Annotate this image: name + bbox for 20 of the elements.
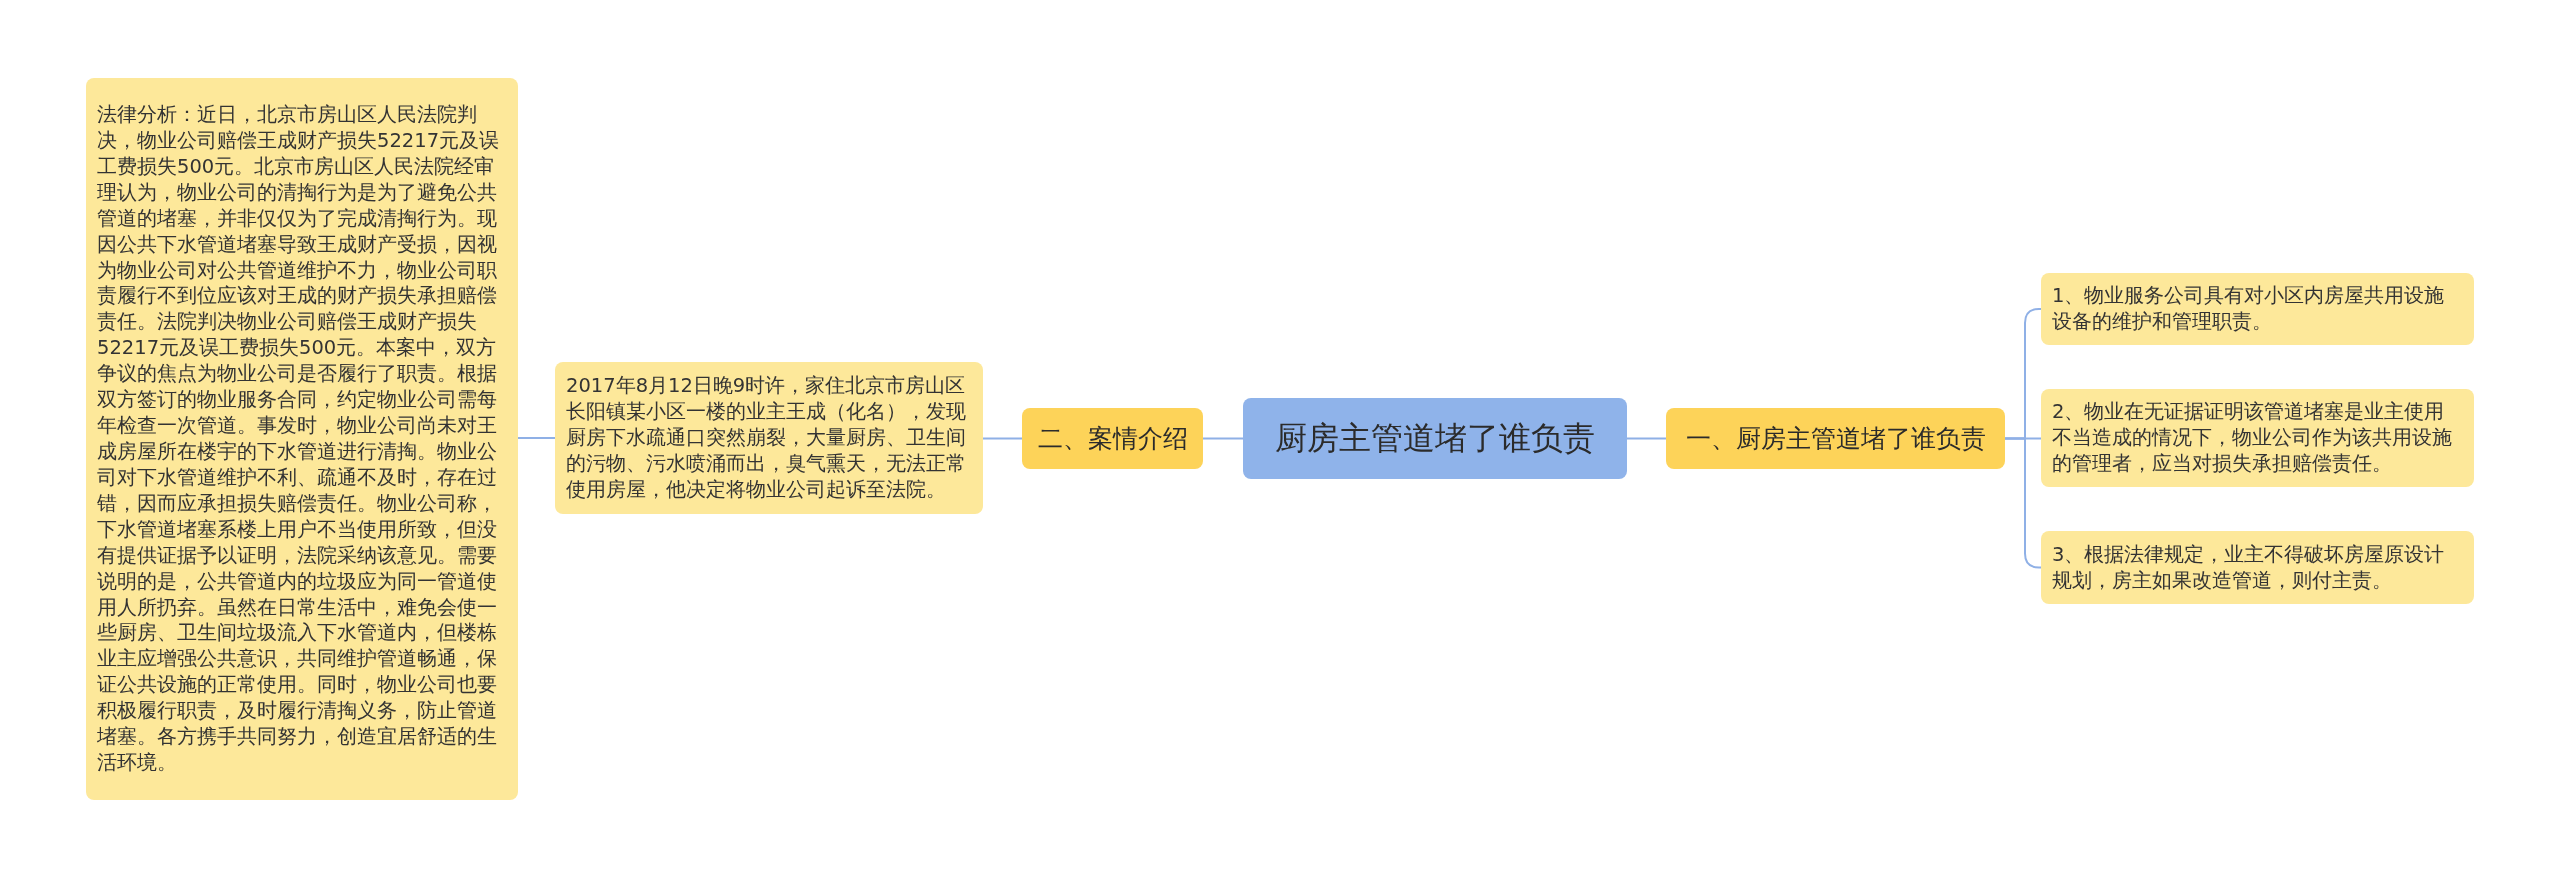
node-text: 1、物业服务公司具有对小区内房屋共用设施设备的维护和管理职责。 (2052, 283, 2446, 335)
node-text: 一、厨房主管道堵了谁负责 (1685, 423, 1986, 454)
note-box (2041, 389, 2474, 487)
node-text: 2、物业在无证据证明该管道堵塞是业主使用不当造成的情况下，物业公司作为该共用设施的管理者，应当对损失承担赔偿责任。 (2052, 399, 2453, 477)
branch-box (1666, 408, 2005, 469)
note-box (2041, 531, 2474, 604)
node-text: 二、案情介绍 (1037, 423, 1188, 454)
node-text: 法律分析：近日，北京市房山区人民法院判决，物业公司赔偿王成财产损失52217元及误工费损失500元。北京市房山区人民法院经审理认为，物业公司的清掏行为是为了避免公共管道的堵塞，并非仅仅为了完成清掏行为。现因公共下水管道堵塞导致王成财产受损，因视为物业公司对公共管道维护不力，物业公司职责履行不到位应该对王成的财产损失承担赔偿责任。法院判决物业公司赔偿王成财产损失52217元及误工费损失500元。本案中，双方争议的焦点为物业公司是否履行了职责。根据双方签订的物业服务合同，约定物业公司需每年检查一次管道。事发时，物业公司尚未对王成房屋所在楼宇的下水管道进行清掏。物业公司对下水管道维护不利、疏通不及时，存在过错，因而应承担损失赔偿责任。物业公司称，下水管道堵塞系楼上用户不当使用所致，但没有提供证据予以证明，法院采纳该意见。需要说明的是，公共管道内的垃圾应为同一管道使用人所扔弃。虽然在日常生活中，难免会使一些厨房、卫生间垃圾流入下水管道内，但楼栋业主应增强公共意识，共同维护管道畅通，保证公共设施的正常使用。同时，物业公司也要积极履行职责，及时履行清掏义务，防止管道堵塞。各方携手共同努力，创造宜居舒适的生活环境。 (97, 102, 501, 776)
branch-box (1022, 408, 1203, 469)
note-box (2041, 273, 2474, 345)
connector-line (2004, 437, 2042, 569)
node-text: 3、根据法律规定，业主不得破坏房屋原设计规划，房主如果改造管道，则付主责。 (2052, 541, 2446, 594)
node-text: 2017年8月12日晚9时许，家住北京市房山区长阳镇某小区一楼的业主王成（化名），发现厨房下水疏通口突然崩裂，大量厨房、卫生间的污物、污水喷涌而出，臭气熏天，无法正常使用房屋，他决定将物业公司起诉至法院。 (566, 373, 967, 503)
connector-line (982, 437, 1023, 440)
note-box (555, 362, 983, 514)
connector-line (517, 437, 556, 439)
topic-box (1243, 398, 1627, 479)
connector-line (1626, 437, 1667, 440)
connector-line (1202, 437, 1244, 440)
node-text: 厨房主管道堵了谁负责 (1275, 419, 1595, 458)
